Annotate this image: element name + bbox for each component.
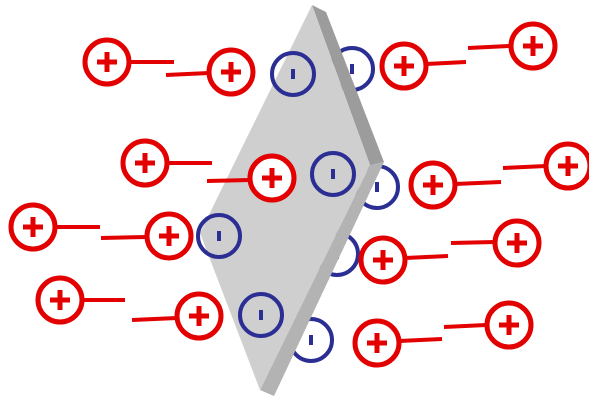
- dipole-bond: [450, 240, 496, 245]
- dipole-bond: [131, 316, 178, 322]
- negative-charge: [310, 151, 356, 197]
- positive-charge: [120, 138, 170, 188]
- positive-charge: [144, 211, 194, 261]
- minus-charge-icon: [270, 51, 316, 97]
- negative-charge: [270, 51, 316, 97]
- front-charges-layer: [8, 37, 356, 341]
- positive-charge: [508, 21, 558, 71]
- minus-charge-icon: [238, 292, 284, 338]
- dipole-bond: [206, 178, 251, 183]
- dipole-bond: [404, 254, 449, 260]
- plate-side-edge: [312, 5, 384, 165]
- positive-charge: [484, 300, 534, 350]
- dipole-bond: [100, 235, 148, 240]
- positive-charge: [174, 291, 224, 341]
- dipole-bond: [454, 180, 502, 186]
- minus-charge-icon: [310, 151, 356, 197]
- positive-charge: [543, 141, 589, 191]
- back-charges-layer: [288, 21, 589, 368]
- positive-charge: [35, 275, 85, 325]
- positive-charge: [358, 235, 408, 285]
- dipole-bond: [467, 44, 511, 50]
- dipole-bond: [165, 71, 210, 77]
- positive-charge: [82, 37, 132, 87]
- positive-charge: [247, 153, 297, 203]
- minus-charge-icon: [196, 213, 242, 259]
- positive-charge: [379, 41, 429, 91]
- positive-charge: [408, 160, 458, 210]
- positive-charge: [206, 47, 256, 97]
- negative-charge: [196, 213, 242, 259]
- dipole-bond: [443, 323, 487, 329]
- dipole-bond: [502, 164, 547, 170]
- positive-charge: [352, 318, 402, 368]
- dipole-bond: [425, 60, 467, 66]
- positive-charge: [492, 218, 542, 268]
- plate-right-edge: [260, 162, 384, 396]
- negative-charge: [238, 292, 284, 338]
- positive-charge: [8, 202, 58, 252]
- dipole-bond: [398, 337, 443, 343]
